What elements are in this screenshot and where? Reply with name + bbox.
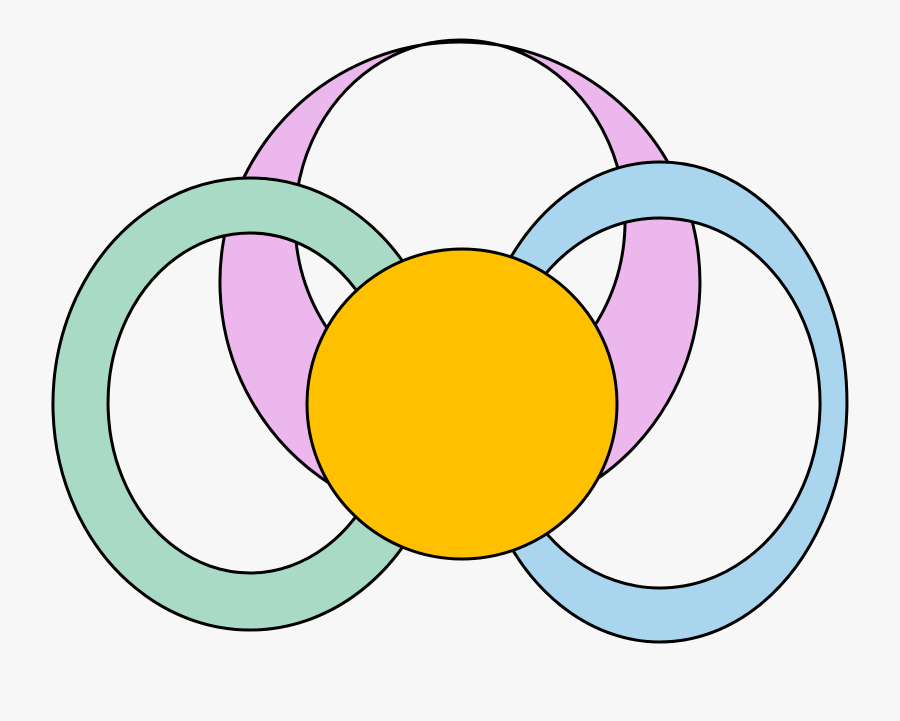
yellow-circle xyxy=(305,247,619,561)
